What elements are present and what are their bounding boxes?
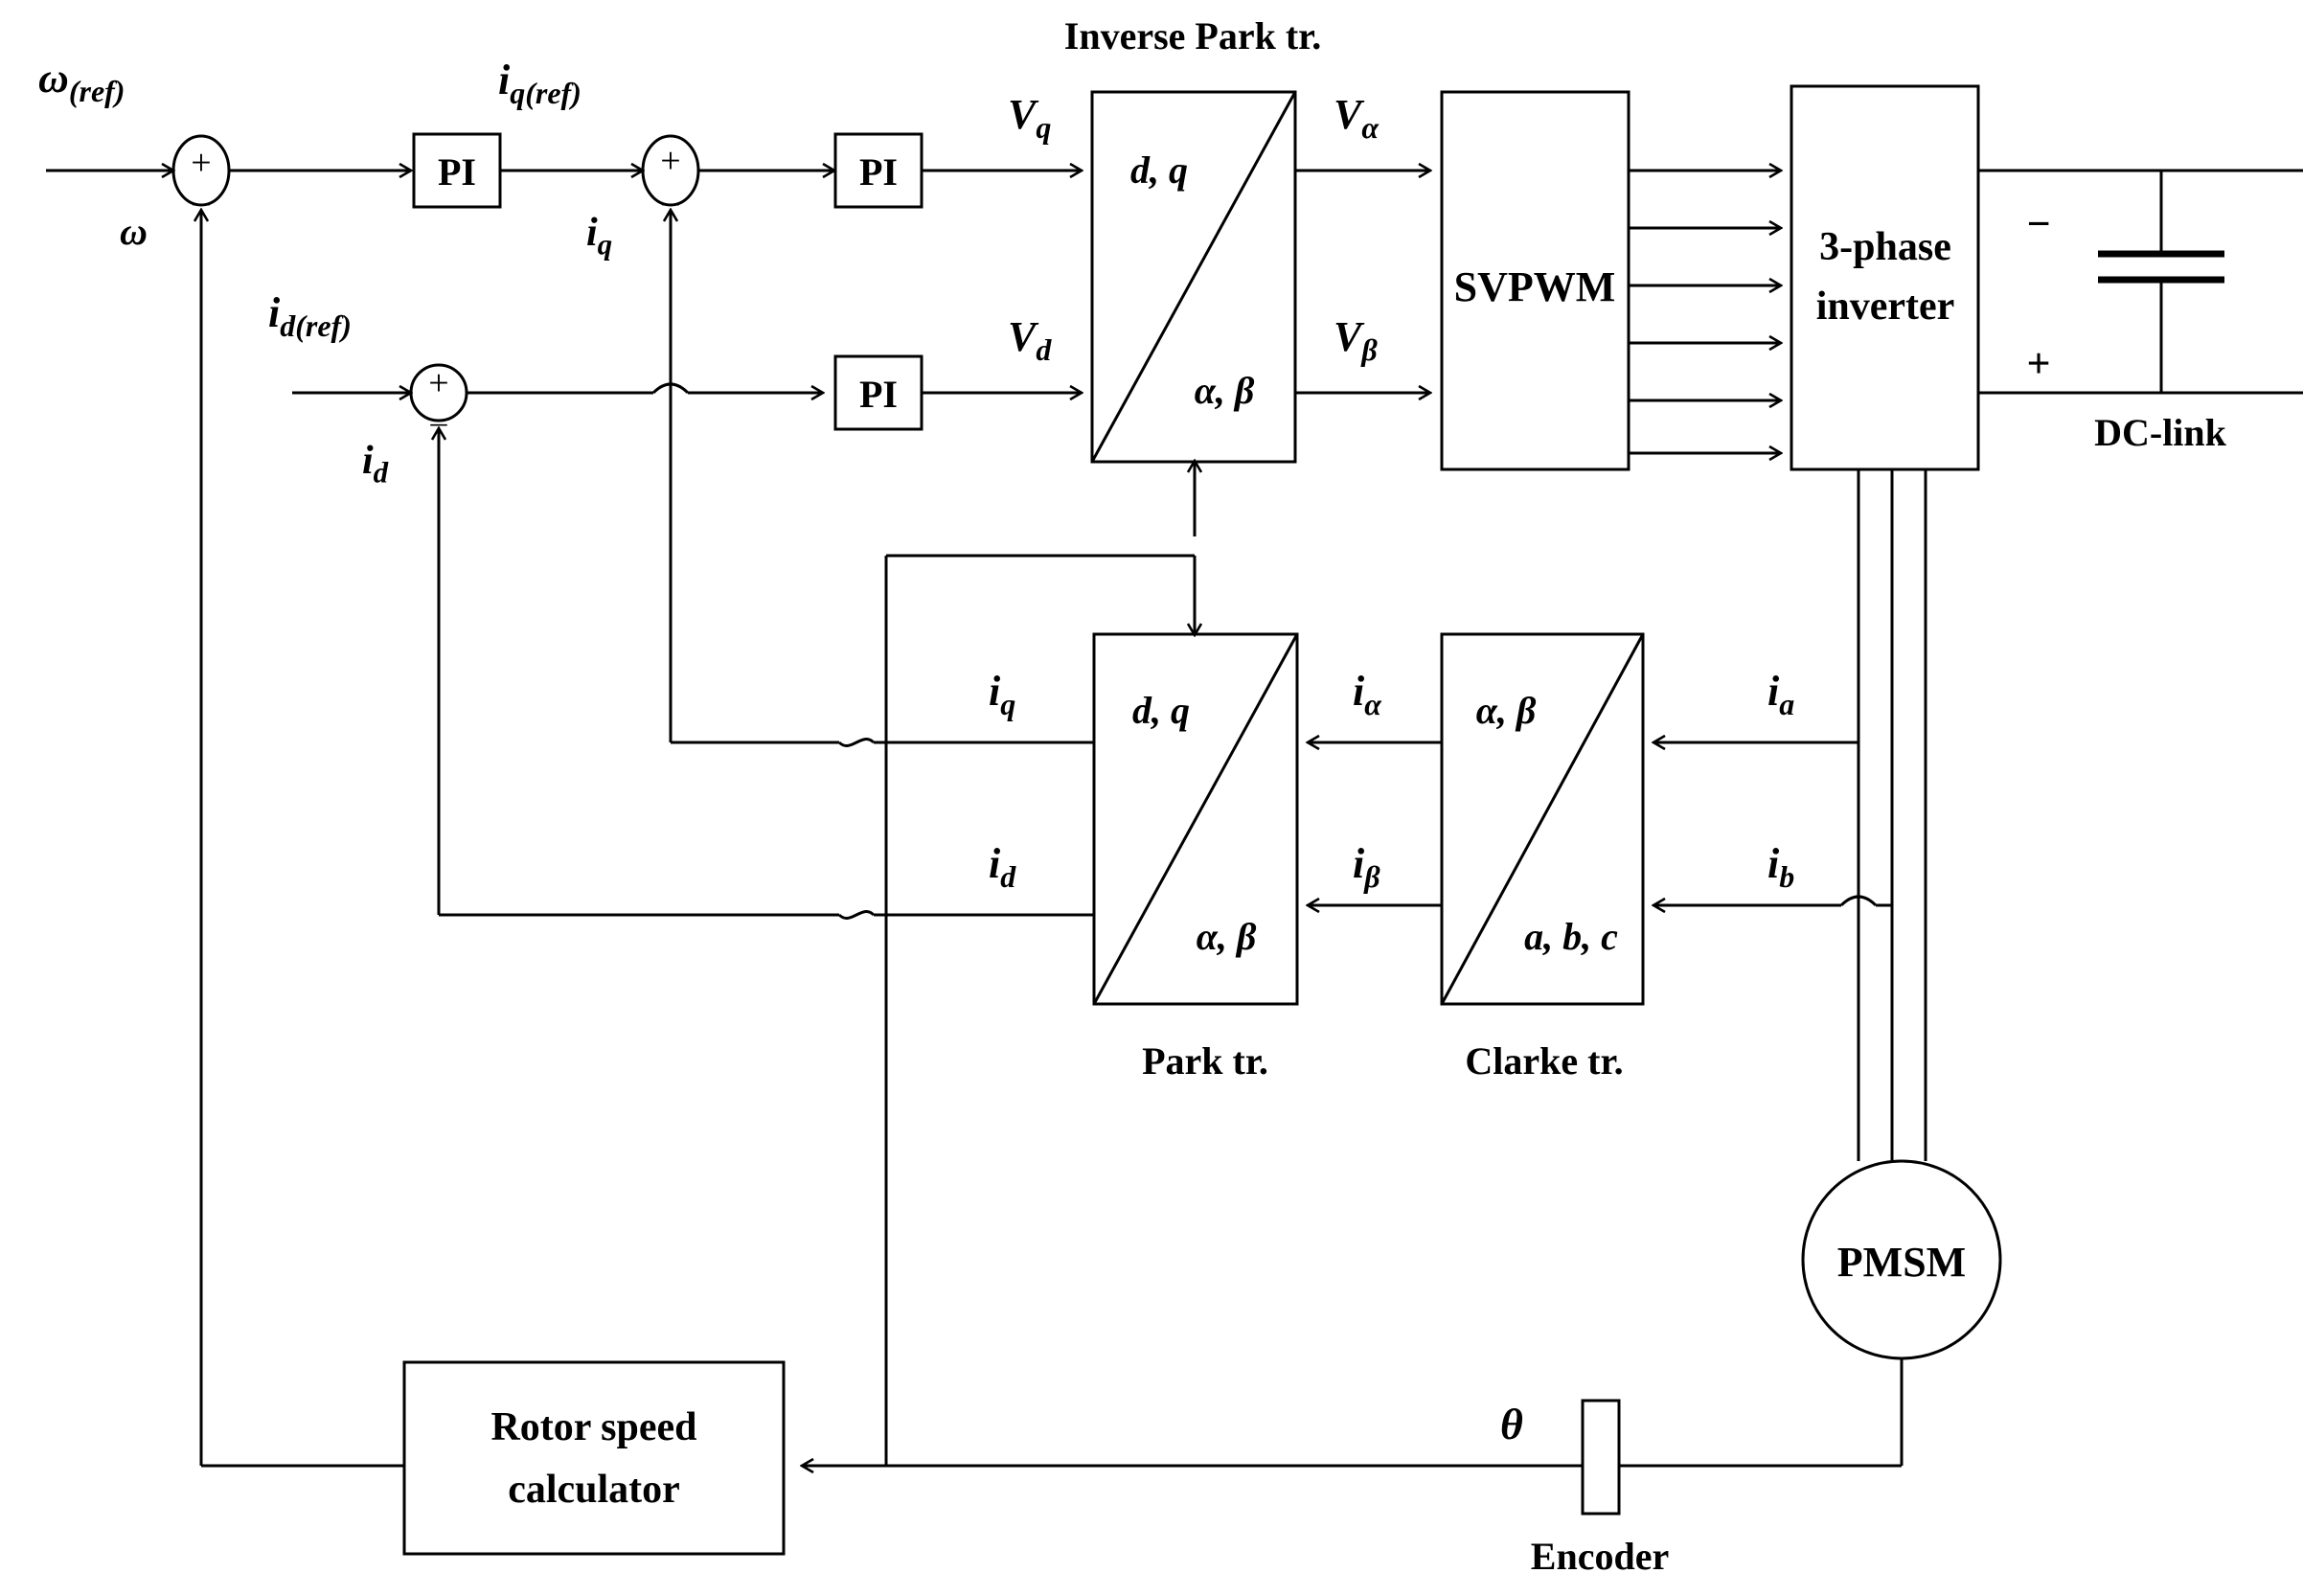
signal-i-alpha-main: i [1353,668,1365,715]
signal-v-beta: Vβ [1334,316,1378,365]
block-pmsm: PMSM [1836,1239,1967,1286]
signal-id-feedback-main: i [362,439,374,483]
signal-iq-feedback-main: i [586,211,598,255]
label-clarke-abc: a, b, c [1524,915,1618,958]
signal-v-beta-main: V [1334,313,1362,360]
signal-vq-main: V [1008,91,1037,138]
signal-vd-sub: d [1036,331,1052,367]
signal-i-beta-sub: β [1364,858,1380,894]
signal-iq-feedback: iq [586,213,612,259]
sum-3-plus: + [428,363,449,403]
sum-2-minus: _ [662,173,679,209]
signal-iq-feedback-sub: q [597,227,613,262]
signal-id-park-main: i [989,840,1001,887]
label-inverse-park-title: Inverse Park tr. [1063,14,1322,57]
signal-ia-main: i [1767,668,1780,715]
signal-iq-ref: iq(ref) [498,59,581,108]
signal-i-beta: iβ [1353,843,1380,892]
signal-iq-ref-main: i [498,57,511,103]
dc-link-minus-sign: − [2026,200,2051,247]
signal-vd-main: V [1008,313,1037,360]
signal-i-beta-main: i [1353,840,1365,887]
block-svpwm: SVPWM [1453,263,1616,310]
sum-1-minus: _ [193,173,210,209]
block-rotor-speed-line1: Rotor speed [490,1405,697,1449]
signal-omega-feedback: ω [120,210,148,253]
signal-v-alpha-main: V [1334,91,1362,138]
label-dclink-title: DC-link [2094,411,2226,454]
sum-2-plus: + [660,141,681,181]
signal-iq-park: iq [989,671,1015,719]
signal-id-feedback-sub: d [373,455,389,490]
block-inverter-line1: 3-phase [1819,225,1951,269]
label-inverse-park-dq: d, q [1130,148,1188,192]
signal-vd: Vd [1008,316,1051,365]
signal-id-ref-main: i [268,289,281,336]
block-pi-d-axis: PI [859,373,898,416]
signal-id-park-sub: d [1000,858,1016,894]
signal-id-ref: id(ref) [268,292,352,341]
block-rotor-speed-line2: calculator [508,1468,680,1512]
signal-i-alpha-sub: α [1364,686,1381,721]
signal-omega-ref: ω(ref) [38,57,125,106]
block-pi-speed: PI [438,150,476,194]
signal-iq-park-sub: q [1000,686,1016,721]
signal-ib-sub: b [1779,858,1795,894]
signal-theta: θ [1500,1400,1523,1448]
signal-i-alpha: iα [1353,671,1381,719]
signal-id-park: id [989,843,1015,892]
label-encoder-title: Encoder [1530,1535,1670,1578]
block-inverter-line2: inverter [1815,285,1955,329]
label-park-dq: d, q [1132,689,1190,732]
label-park-title: Park tr. [1142,1039,1268,1083]
sum-1-plus: + [191,143,212,183]
signal-vq-sub: q [1036,109,1052,145]
label-inverse-park-alphabeta: α, β [1194,369,1255,412]
signal-vq: Vq [1008,94,1051,143]
signal-ib-main: i [1767,840,1780,887]
signal-ib: ib [1767,843,1794,892]
signal-iq-ref-sub: q(ref) [510,75,581,110]
label-clarke-title: Clarke tr. [1465,1039,1624,1083]
signal-ia: ia [1767,671,1794,719]
label-clarke-alphabeta: α, β [1475,689,1537,732]
block-pi-q-axis: PI [859,150,898,194]
signal-omega-ref-main: ω [38,55,69,102]
signal-v-alpha-sub: α [1361,109,1380,145]
signal-ia-sub: a [1779,686,1795,721]
signal-omega-ref-sub: (ref) [68,73,125,108]
signal-v-alpha: Vα [1334,94,1379,143]
signal-iq-park-main: i [989,668,1001,715]
signal-id-ref-sub: d(ref) [280,308,352,343]
label-park-alphabeta: α, β [1196,915,1257,958]
dc-link-plus-sign: + [2026,340,2051,387]
signal-id-feedback: id [362,441,388,487]
sum-3-minus: _ [430,394,447,429]
signal-v-beta-sub: β [1361,331,1378,367]
